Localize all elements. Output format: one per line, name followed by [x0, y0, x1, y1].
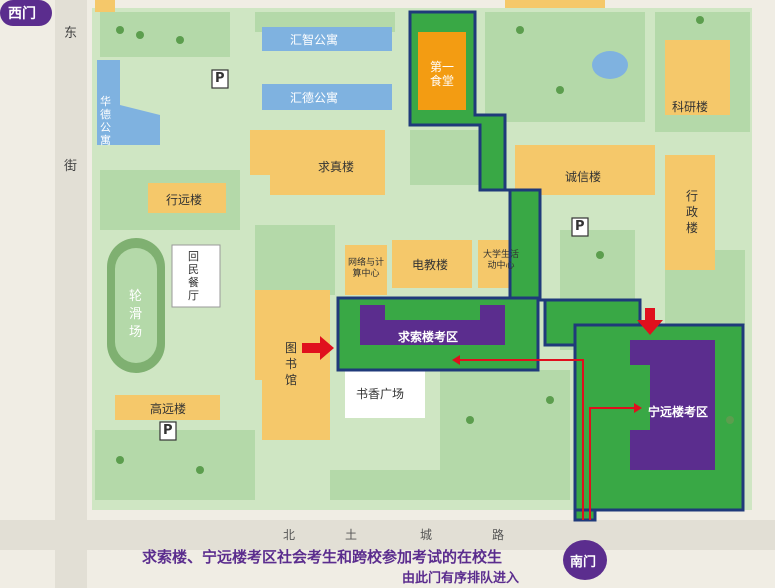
chengxin-label: 诚信楼	[565, 170, 602, 184]
huade-label: 汇德公寓	[290, 91, 339, 105]
huimin-label: 回民餐厅	[188, 250, 199, 302]
pond	[592, 51, 628, 79]
route-arrows	[452, 355, 642, 413]
tushuguan-building	[255, 290, 330, 440]
keyan-building	[665, 40, 730, 115]
canteen-label: 第一食堂	[429, 60, 454, 88]
trees	[116, 16, 734, 474]
road-bottom-4: 路	[492, 528, 505, 542]
top-building	[505, 0, 605, 8]
huade-building	[262, 84, 392, 110]
wangluo-label: 网络与计算中心	[347, 258, 384, 279]
road-left-bottom-label: 街	[64, 159, 78, 174]
route-lines	[458, 359, 636, 520]
gaoyuan-label: 高远楼	[150, 402, 187, 416]
huazhi-building	[262, 27, 392, 51]
lunhua-field	[115, 248, 157, 363]
wangluo-building	[345, 245, 387, 295]
qiuzhen-building	[250, 130, 385, 195]
xingzheng-building	[665, 155, 715, 270]
road-bottom-1: 北	[283, 528, 296, 542]
road-bottom-3: 城	[420, 528, 433, 542]
road-bottom-2: 土	[345, 528, 358, 542]
ningyuan-zone-label[interactable]: 宁远楼考区	[648, 405, 709, 419]
lunhua-label: 轮滑场	[129, 289, 143, 340]
huade-left-building	[97, 60, 160, 145]
left-street	[55, 0, 87, 588]
parking-icon-1: P	[215, 71, 225, 86]
xingzheng-label: 行政楼	[686, 189, 699, 235]
qiusuo-zone-label[interactable]: 求索楼考区	[398, 330, 459, 344]
huimin-building	[171, 244, 221, 308]
grass-blocks	[95, 12, 750, 500]
dianjiao-label: 电教楼	[412, 258, 449, 272]
south-gate-label[interactable]: 南门	[570, 555, 597, 570]
shuxiang-square	[345, 368, 425, 418]
gaoyuan-building	[115, 395, 220, 420]
west-gate-building	[95, 0, 115, 12]
qiuzhen-label: 求真楼	[318, 160, 355, 174]
ningyuan-building	[630, 340, 715, 470]
arrow-to-qiusuo	[302, 336, 334, 360]
road-left-top-label: 东	[64, 26, 78, 41]
west-gate-label[interactable]: 西门	[8, 6, 36, 22]
xingyuan-label: 行远楼	[166, 193, 203, 207]
arrow-to-ningyuan	[637, 308, 663, 335]
huazhi-label: 汇智公寓	[290, 33, 339, 47]
bottom-road	[0, 520, 775, 550]
notice-line-1: 求索楼、宁远楼考区社会考生和跨校参加考试的在校生	[142, 548, 503, 566]
south-gate-badge[interactable]	[563, 540, 607, 580]
parking-icon-3: P	[163, 423, 173, 438]
parking-icon-2: P	[575, 219, 585, 234]
canteen-building	[418, 32, 466, 110]
daxuesheng-label: 大学生活动中心	[482, 250, 519, 271]
qiusuo-building	[360, 305, 505, 345]
notice-line-2: 由此门有序排队进入	[402, 571, 520, 586]
shuxiang-label: 书香广场	[356, 387, 405, 401]
huade-left-label: 华德公寓	[100, 95, 111, 147]
dianjiao-building	[392, 240, 472, 288]
tushuguan-label: 图书馆	[285, 341, 298, 387]
xingyuan-building	[148, 183, 226, 213]
keyan-label: 科研楼	[672, 100, 709, 114]
parking-signs	[159, 69, 589, 441]
chengxin-building	[515, 145, 655, 195]
west-gate-badge[interactable]	[0, 0, 52, 26]
